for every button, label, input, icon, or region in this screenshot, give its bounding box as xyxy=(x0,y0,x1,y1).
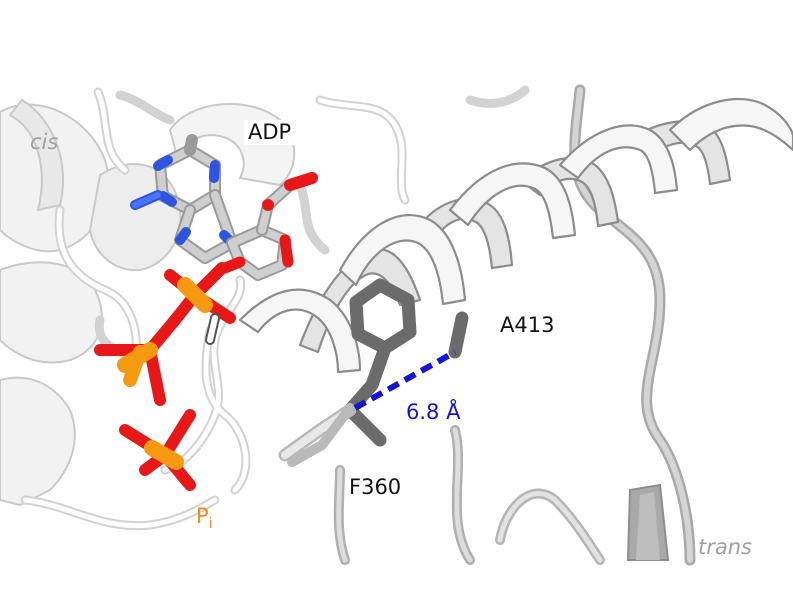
adp-label: ADP xyxy=(244,120,296,145)
f360-residue xyxy=(278,278,417,467)
a413-residue xyxy=(448,311,469,359)
trans-label: trans xyxy=(698,535,752,559)
trans-beta-strand xyxy=(626,483,670,561)
phosphate-groups xyxy=(94,262,236,491)
pi-label-main: P xyxy=(196,504,209,528)
a413-label: A413 xyxy=(496,313,559,338)
pi-label: Pi xyxy=(196,504,213,533)
distance-label: 6.8 Å xyxy=(402,400,465,425)
f360-label: F360 xyxy=(345,475,406,500)
pi-label-subscript: i xyxy=(208,516,213,533)
adp-molecule xyxy=(130,134,318,281)
central-helix xyxy=(238,97,793,374)
cis-label: cis xyxy=(30,130,59,154)
distance-line xyxy=(353,349,457,411)
